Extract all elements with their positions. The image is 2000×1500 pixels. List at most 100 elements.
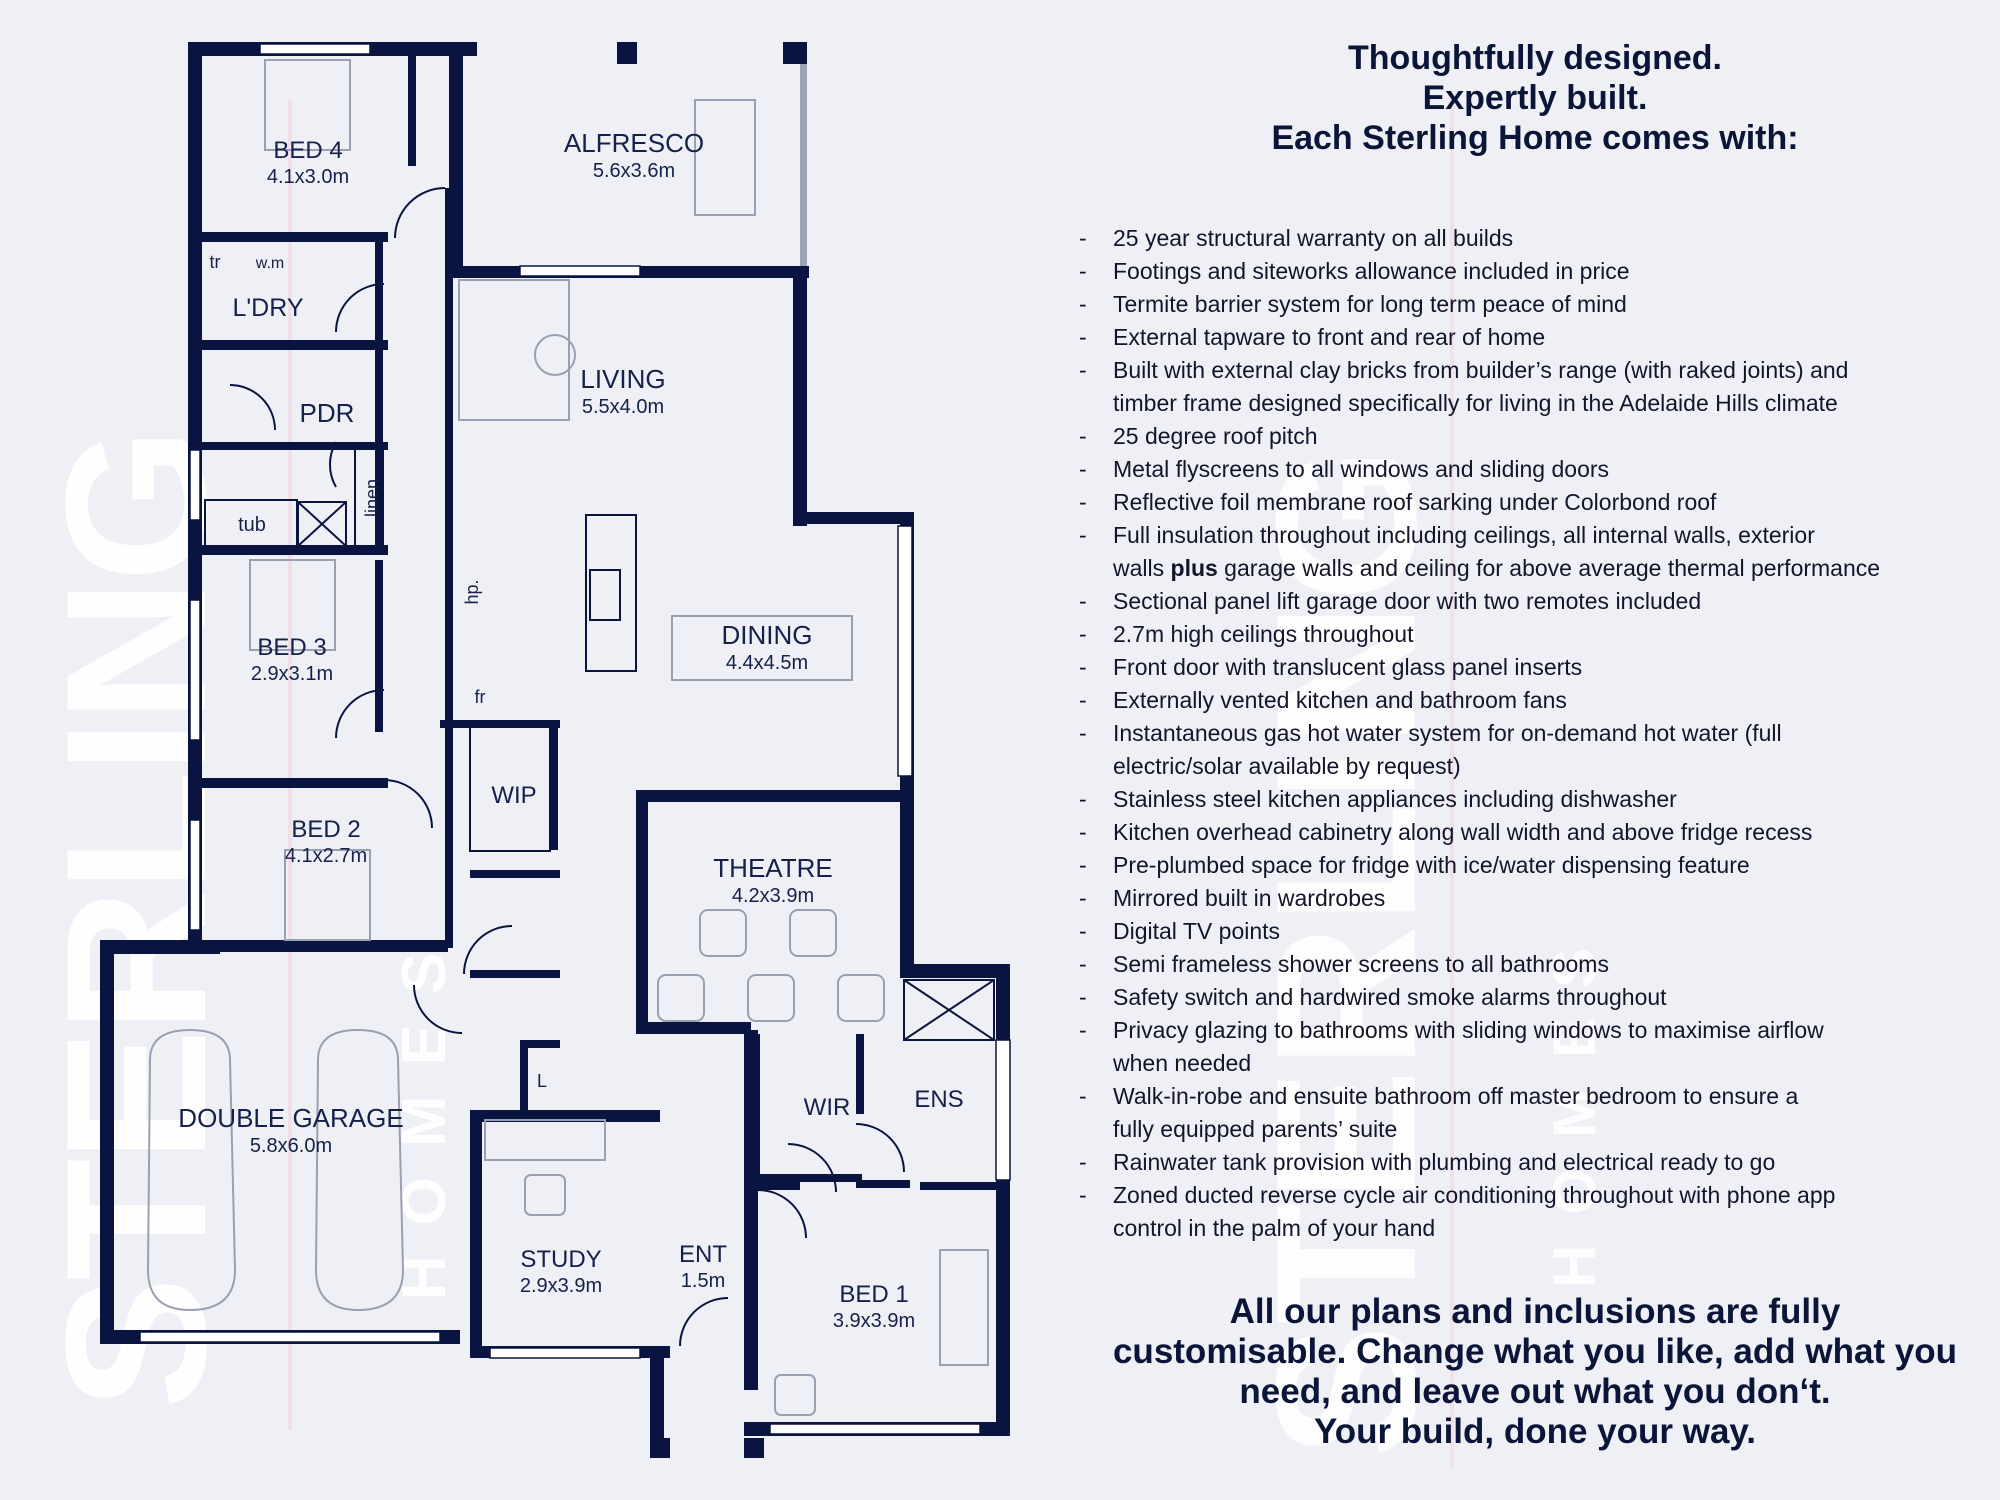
bullet-dash: - bbox=[1079, 1182, 1087, 1208]
watermark-right-big: STERLING bbox=[1235, 447, 1458, 1458]
living-name: LIVING bbox=[580, 364, 665, 394]
bullet-dash: - bbox=[1079, 588, 1087, 614]
bed1-chair bbox=[774, 1374, 816, 1416]
car bbox=[314, 1028, 405, 1312]
list-item-text: Sectional panel lift garage door with tw… bbox=[1113, 588, 1702, 614]
dining-size: 4.4x4.5m bbox=[726, 652, 808, 674]
list-item-text: Pre-plumbed space for fridge with ice/wa… bbox=[1113, 852, 1750, 878]
list-item-text: Rainwater tank provision with plumbing a… bbox=[1113, 1149, 1776, 1175]
list-item-text: Stainless steel kitchen appliances inclu… bbox=[1113, 786, 1677, 812]
list-item-text: 25 year structural warranty on all build… bbox=[1113, 225, 1514, 251]
list-item-text: when needed bbox=[1113, 1050, 1252, 1076]
list-item: -Front door with translucent glass panel… bbox=[1075, 651, 1995, 684]
list-item: -Termite barrier system for long term pe… bbox=[1075, 288, 1995, 321]
bullet-dash: - bbox=[1079, 654, 1087, 680]
list-item: -Digital TV points bbox=[1075, 915, 1995, 948]
study-size: 2.9x3.9m bbox=[520, 1275, 602, 1297]
list-item-text: walls bbox=[1113, 555, 1171, 581]
bullet-dash: - bbox=[1079, 258, 1087, 284]
list-item-text: control in the palm of your hand bbox=[1113, 1215, 1436, 1241]
bullet-dash: - bbox=[1079, 489, 1087, 515]
watermark-right: STERLING HOMES bbox=[1235, 98, 1608, 1468]
list-item: -Metal flyscreens to all windows and sli… bbox=[1075, 453, 1995, 486]
theatre-seat bbox=[789, 909, 837, 957]
living-ottoman bbox=[534, 334, 576, 376]
hp-label: hp. bbox=[462, 579, 482, 604]
study-name: STUDY bbox=[520, 1246, 601, 1273]
list-item: -Reflective foil membrane roof sarking u… bbox=[1075, 486, 1995, 519]
headline-line: Thoughtfully designed. bbox=[1348, 39, 1722, 77]
sofa bbox=[458, 279, 570, 421]
watermark-rule bbox=[288, 100, 292, 1430]
bullet-dash: - bbox=[1079, 819, 1087, 845]
bullet-dash: - bbox=[1079, 291, 1087, 317]
bullet-dash: - bbox=[1079, 423, 1087, 449]
footer-line: All our plans and inclusions are fully bbox=[1229, 1292, 1841, 1331]
list-item-text: Privacy glazing to bathrooms with slidin… bbox=[1113, 1017, 1824, 1043]
kitchen-island bbox=[585, 514, 637, 672]
list-item-text: Full insulation throughout including cei… bbox=[1113, 522, 1815, 548]
car bbox=[146, 1028, 237, 1312]
bed3-bed bbox=[249, 559, 336, 651]
footer-line: Your build, done your way. bbox=[1313, 1412, 1757, 1451]
list-item-text: Externally vented kitchen and bathroom f… bbox=[1113, 687, 1567, 713]
fr-label: fr bbox=[475, 687, 486, 707]
list-item: -Mirrored built in wardrobes bbox=[1075, 882, 1995, 915]
alfresco-size: 5.6x3.6m bbox=[593, 160, 675, 182]
bed4-name: BED 4 bbox=[273, 137, 342, 164]
list-item-text: Walk-in-robe and ensuite bathroom off ma… bbox=[1113, 1083, 1799, 1109]
list-item-text: Metal flyscreens to all windows and slid… bbox=[1113, 456, 1610, 482]
theatre-seat bbox=[837, 974, 885, 1022]
bullet-dash: - bbox=[1079, 1017, 1087, 1043]
list-item: -2.7m high ceilings throughout bbox=[1075, 618, 1995, 651]
list-item: -Kitchen overhead cabinetry along wall w… bbox=[1075, 816, 1995, 849]
list-item-text: fully equipped parents’ suite bbox=[1113, 1116, 1398, 1142]
list-item-text: garage walls and ceiling for above avera… bbox=[1217, 555, 1881, 581]
linen-cupboard bbox=[354, 447, 384, 549]
pdr-name: PDR bbox=[300, 398, 355, 428]
list-item: -Externally vented kitchen and bathroom … bbox=[1075, 684, 1995, 717]
bullet-dash: - bbox=[1079, 522, 1087, 548]
list-item: -25 year structural warranty on all buil… bbox=[1075, 222, 1995, 255]
headline-line: Each Sterling Home comes with: bbox=[1271, 119, 1799, 157]
bullet-dash: - bbox=[1079, 324, 1087, 350]
list-item: -25 degree roof pitch bbox=[1075, 420, 1995, 453]
bullet-dash: - bbox=[1079, 1149, 1087, 1175]
list-item: -Full insulation throughout including ce… bbox=[1075, 519, 1995, 585]
laundry-tr: tr bbox=[210, 252, 221, 272]
shower-box-left bbox=[297, 501, 347, 547]
doors bbox=[229, 187, 905, 1347]
list-item-text: Footings and siteworks allowance include… bbox=[1113, 258, 1630, 284]
footer-line: customisable. Change what you like, add … bbox=[1112, 1332, 1958, 1371]
bed1-name: BED 1 bbox=[839, 1281, 908, 1308]
list-item: -Safety switch and hardwired smoke alarm… bbox=[1075, 981, 1995, 1014]
list-item: -External tapware to front and rear of h… bbox=[1075, 321, 1995, 354]
list-item: -Footings and siteworks allowance includ… bbox=[1075, 255, 1995, 288]
l-label: L bbox=[537, 1071, 547, 1091]
wir-name: WIR bbox=[804, 1094, 851, 1121]
list-item-text: Kitchen overhead cabinetry along wall wi… bbox=[1113, 819, 1813, 845]
floor-plan: STERLING HOMES bbox=[25, 42, 1011, 1458]
laundry-wm: w.m bbox=[255, 255, 284, 272]
theatre-size: 4.2x3.9m bbox=[732, 885, 814, 907]
theatre-name: THEATRE bbox=[713, 853, 832, 883]
wip-shelf bbox=[469, 725, 551, 852]
bed3-size: 2.9x3.1m bbox=[251, 663, 333, 685]
list-item-text: Mirrored built in wardrobes bbox=[1113, 885, 1386, 911]
wip-name: WIP bbox=[491, 782, 536, 809]
list-item-text: Termite barrier system for long term pea… bbox=[1113, 291, 1627, 317]
list-item-text: Built with external clay bricks from bui… bbox=[1113, 357, 1849, 383]
linen-label: linen bbox=[362, 479, 382, 517]
headline: Thoughtfully designed. Expertly built. E… bbox=[1075, 38, 1995, 158]
list-item: -Semi frameless shower screens to all ba… bbox=[1075, 948, 1995, 981]
alfresco-name: ALFRESCO bbox=[564, 128, 704, 158]
list-item-text: Semi frameless shower screens to all bat… bbox=[1113, 951, 1609, 977]
watermark-right-small: HOMES bbox=[1541, 918, 1608, 1288]
bed4-size: 4.1x3.0m bbox=[267, 166, 349, 188]
bullet-dash: - bbox=[1079, 984, 1087, 1010]
bed3-name: BED 3 bbox=[257, 634, 326, 661]
bed1-size: 3.9x3.9m bbox=[833, 1310, 915, 1332]
list-item-text: Front door with translucent glass panel … bbox=[1113, 654, 1583, 680]
bullet-dash: - bbox=[1079, 357, 1087, 383]
furniture bbox=[146, 59, 995, 1416]
